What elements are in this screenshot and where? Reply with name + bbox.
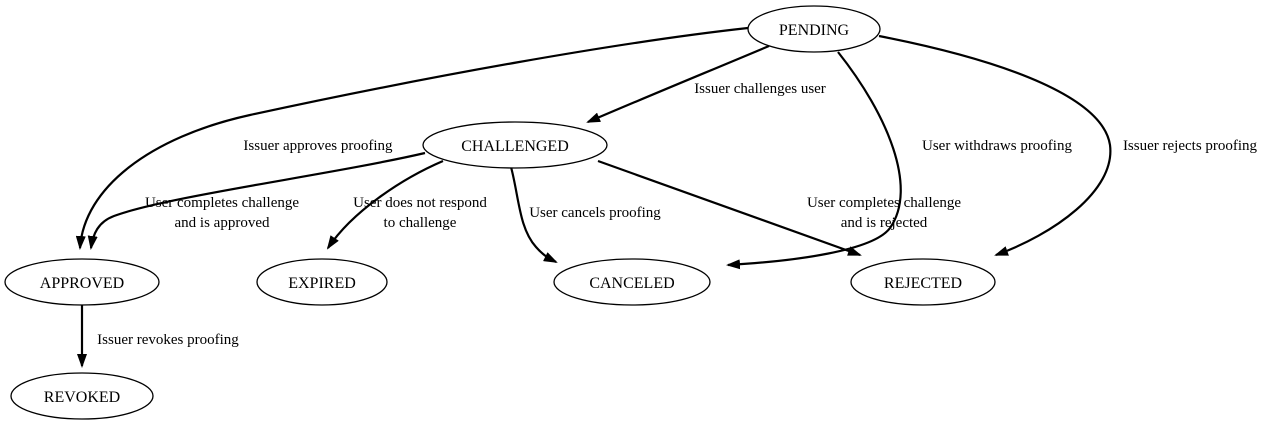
edge-challenged-expired <box>326 159 444 250</box>
node-rejected-label: REJECTED <box>884 275 962 292</box>
edge-label-issuer-revokes-proofing: Issuer revokes proofing <box>97 332 239 348</box>
node-challenged-label: CHALLENGED <box>461 138 569 155</box>
node-canceled-ellipse <box>553 258 711 306</box>
node-rejected: REJECTED <box>850 258 996 306</box>
edge-pending-canceled <box>726 51 902 270</box>
edge-challenged-canceled <box>509 166 558 263</box>
edge-label-issuer-challenges-user: Issuer challenges user <box>694 81 826 97</box>
edge-label-completes-challenge-approved-line1: User completes challenge <box>145 195 299 211</box>
edge-label-does-not-respond-line2: to challenge <box>384 215 457 231</box>
node-rejected-ellipse <box>850 258 996 306</box>
edge-label-does-not-respond-line1: User does not respond <box>353 195 487 211</box>
node-pending-ellipse <box>747 5 881 53</box>
edge-label-issuer-approves-proofing: Issuer approves proofing <box>243 138 393 154</box>
node-expired-label: EXPIRED <box>288 275 356 292</box>
edges <box>75 26 1112 368</box>
node-revoked-ellipse <box>10 372 154 420</box>
edge-challenged-rejected <box>597 159 862 257</box>
edge-pending-challenged <box>586 44 770 124</box>
edge-label-user-cancels-proofing: User cancels proofing <box>529 205 661 221</box>
nodes: PENDING CHALLENGED APPROVED EXPIRED CANC… <box>4 5 996 420</box>
node-expired: EXPIRED <box>256 258 388 306</box>
node-approved-ellipse <box>4 258 160 306</box>
node-challenged: CHALLENGED <box>422 121 608 169</box>
node-revoked-label: REVOKED <box>44 389 120 406</box>
edge-label-user-withdraws-proofing: User withdraws proofing <box>922 138 1072 154</box>
node-expired-ellipse <box>256 258 388 306</box>
edge-label-completes-challenge-rejected-line1: User completes challenge <box>807 195 961 211</box>
node-approved: APPROVED <box>4 258 160 306</box>
node-pending: PENDING <box>747 5 881 53</box>
node-canceled: CANCELED <box>553 258 711 306</box>
edge-pending-rejected <box>878 34 1112 257</box>
edge-labels: Issuer challenges user Issuer approves p… <box>97 81 1257 348</box>
edge-label-completes-challenge-rejected-line2: and is rejected <box>841 215 928 231</box>
edge-label-issuer-rejects-proofing: Issuer rejects proofing <box>1123 138 1258 154</box>
edge-label-completes-challenge-approved-line2: and is approved <box>175 215 270 231</box>
edge-pending-approved <box>75 26 749 250</box>
node-pending-label: PENDING <box>779 22 850 39</box>
node-challenged-ellipse <box>422 121 608 169</box>
node-revoked: REVOKED <box>10 372 154 420</box>
node-approved-label: APPROVED <box>40 275 124 292</box>
node-canceled-label: CANCELED <box>589 275 674 292</box>
edge-challenged-approved <box>87 151 426 250</box>
